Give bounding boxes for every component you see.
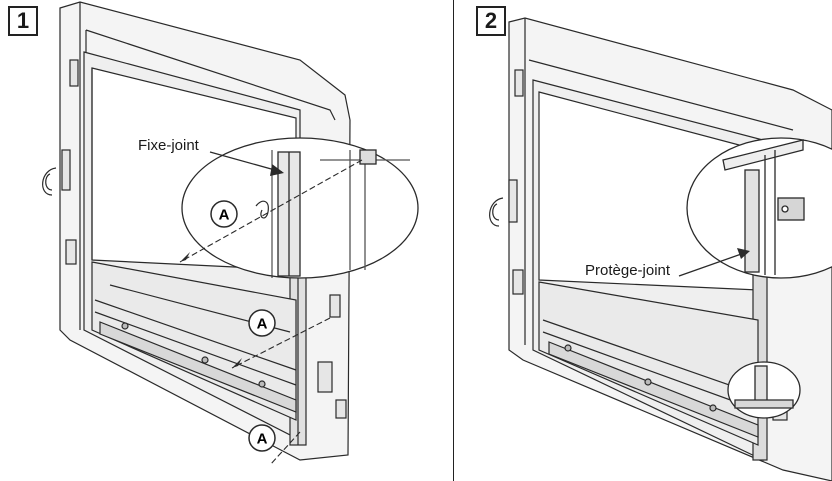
door-handle [42, 167, 57, 196]
step-1-number: 1 [8, 6, 38, 36]
step-2-panel [463, 0, 832, 481]
step-1-panel: A A A Fixe-joint [42, 1, 419, 466]
marker-a-1: A [210, 200, 238, 228]
marker-a-3: A [248, 424, 276, 452]
marker-a-2: A [248, 309, 276, 337]
detail-magnifier-2 [686, 137, 832, 279]
fastening-axis-3 [269, 431, 301, 466]
door-handle-2 [489, 197, 504, 227]
protege-joint-label: Protège-joint [585, 262, 671, 279]
fixe-joint-label: Fixe-joint [138, 137, 199, 154]
marker-a-3-label: A [257, 431, 268, 448]
step-2-illustration [489, 17, 832, 481]
marker-a-2-label: A [257, 316, 268, 333]
fastening-axis-2 [231, 317, 331, 369]
step-1-illustration: A A A [42, 1, 419, 466]
fixe-joint-arrow [270, 164, 284, 176]
step-2-number: 2 [476, 6, 506, 36]
detail-magnifier-3 [727, 361, 801, 419]
marker-a-1-label: A [219, 207, 230, 224]
fastening-axis-1 [179, 159, 363, 263]
panel-divider [450, 0, 463, 481]
protege-joint-arrow [737, 248, 750, 259]
